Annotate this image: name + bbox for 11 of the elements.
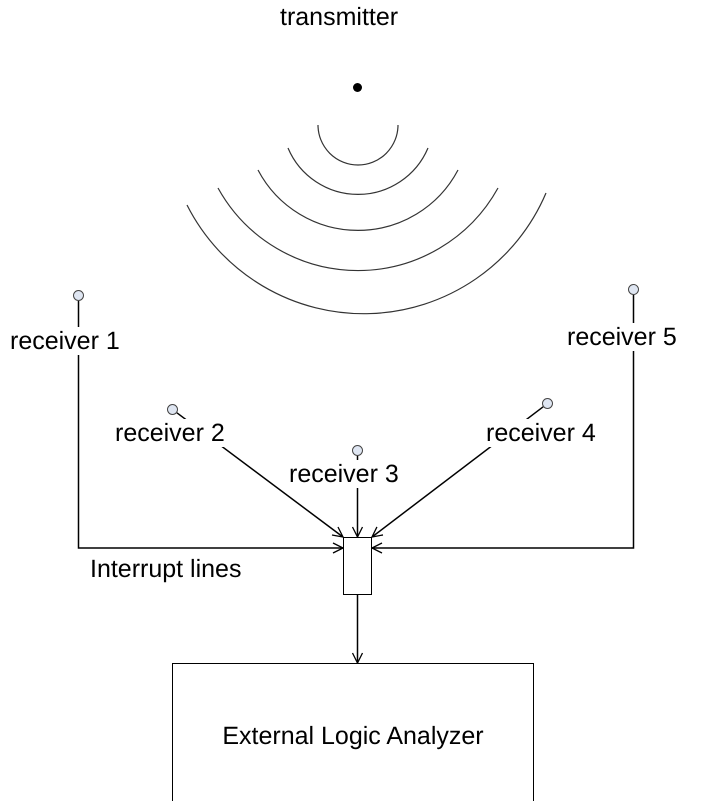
signal-arrow <box>352 595 364 664</box>
box-title: External Logic Analyzer <box>221 722 485 750</box>
receiver-label: receiver 5 <box>567 323 677 351</box>
analyzer-box <box>172 663 534 801</box>
receiver-label: receiver 1 <box>10 327 120 355</box>
interrupt-junction-box <box>343 537 372 595</box>
signal-arrow <box>371 295 634 554</box>
receiver-label: receiver 2 <box>115 419 225 447</box>
receiver-label: receiver 4 <box>486 419 596 447</box>
signal-arrow <box>78 301 344 554</box>
receiver-label: receiver 3 <box>289 460 399 488</box>
